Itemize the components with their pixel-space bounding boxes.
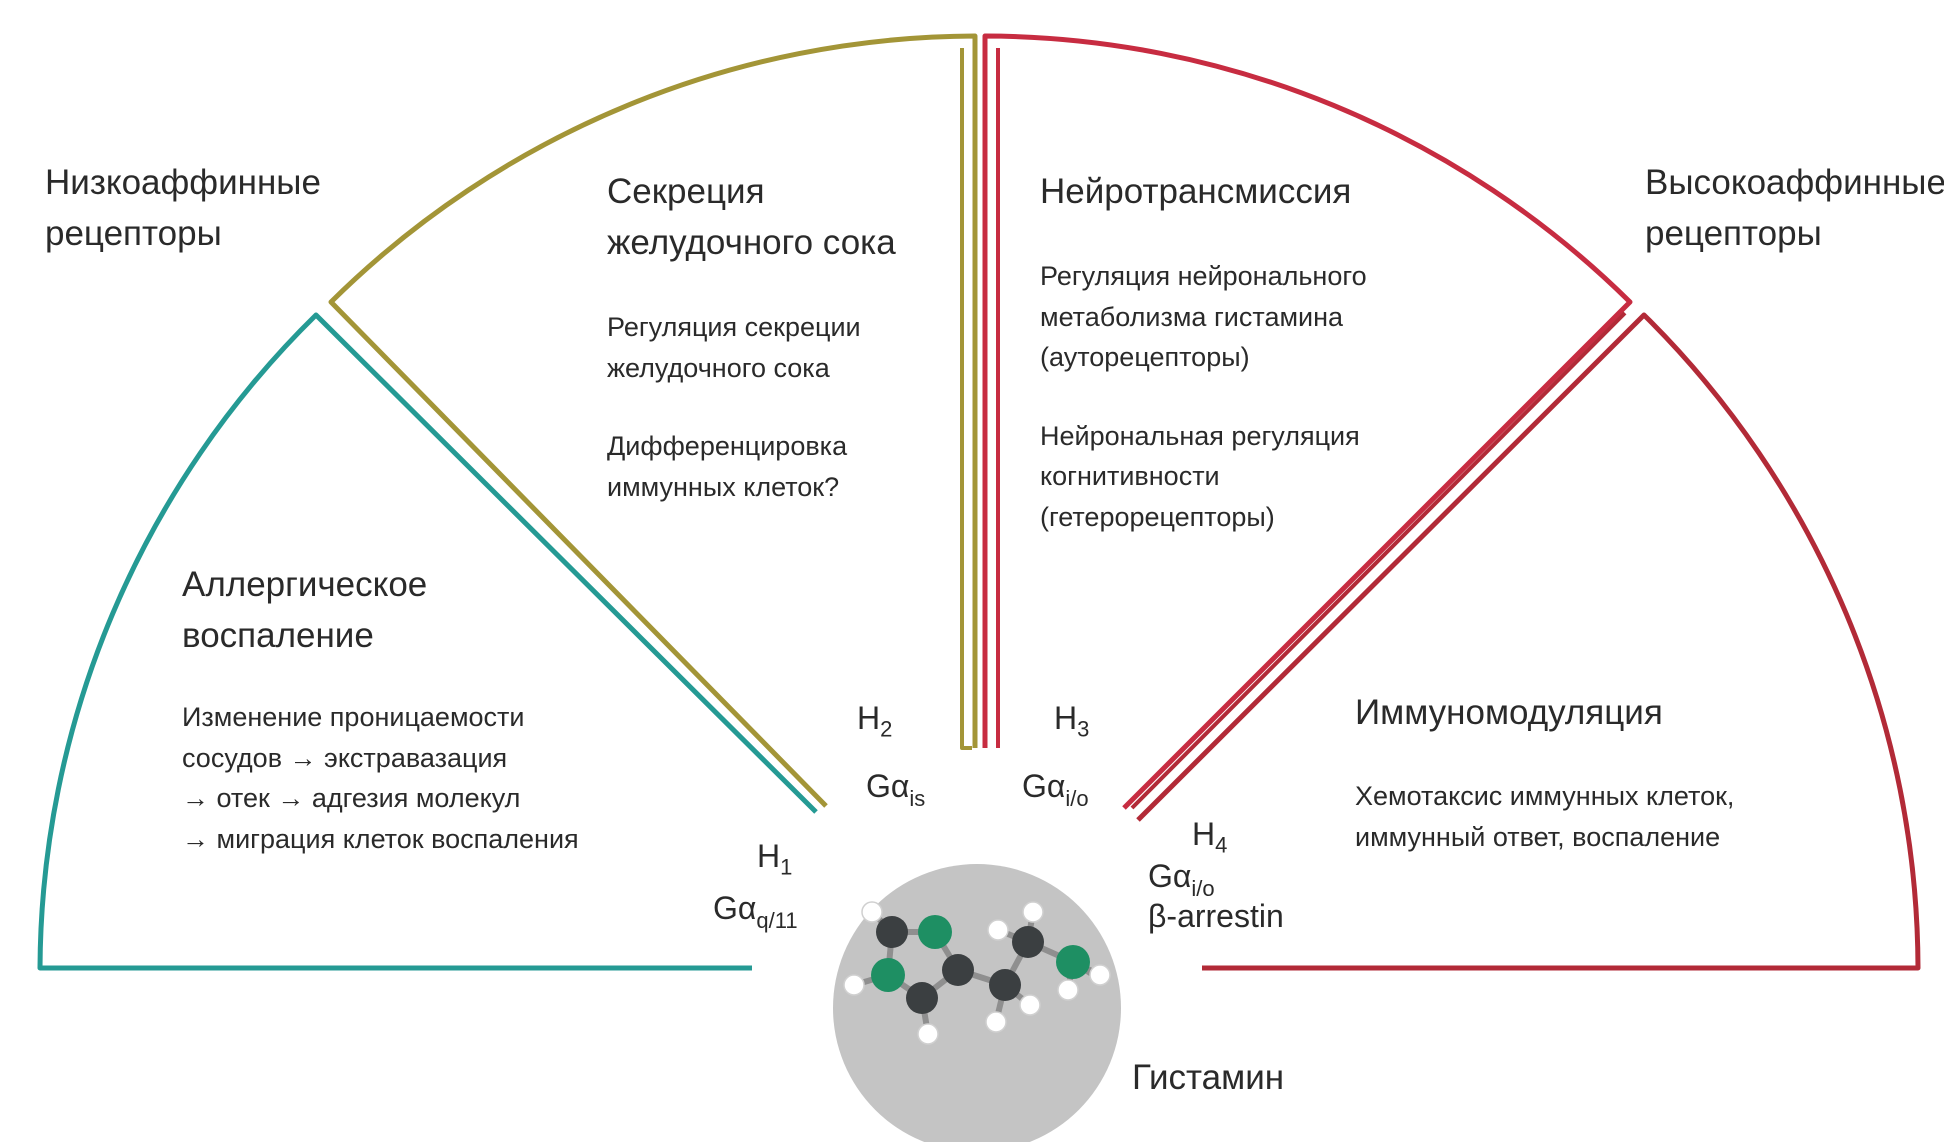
h2-g-protein-sub: is xyxy=(909,785,926,811)
h2-body1-line-1: Регуляция секреции xyxy=(607,312,861,342)
h1-body-line-2: сосудов → экстравазация xyxy=(182,742,508,773)
h1-receptor-number: 1 xyxy=(780,854,793,880)
h1-title-line-2: воспаление xyxy=(182,615,374,655)
h3-sector-outline xyxy=(982,33,1633,810)
h3-body1-line-3: (ауторецепторы) xyxy=(1040,342,1250,372)
high-affinity-line-1: Высокоаффинные xyxy=(1645,163,1944,202)
h4-body-line-1: Хемотаксис иммунных клеток, xyxy=(1355,781,1735,811)
h3-body2-line-1: Нейрональная регуляция xyxy=(1040,420,1360,451)
histamine-label: Гистамин xyxy=(1132,1053,1284,1104)
histamine-label-text: Гистамин xyxy=(1132,1058,1285,1097)
h3-body1-line-1: Регуляция нейронального xyxy=(1040,261,1367,291)
high-affinity-line-2: рецепторы xyxy=(1645,213,1822,253)
low-affinity-line-2: рецепторы xyxy=(45,213,222,253)
h2-body1-line-2: желудочного сока xyxy=(607,352,830,383)
histamine-molecule xyxy=(833,864,1121,1142)
h4-receptor-letter: H xyxy=(1192,816,1216,852)
h4-g-protein-main: Gα xyxy=(1148,858,1192,894)
h3-body1-line-2: метаболизма гистамина xyxy=(1040,301,1344,332)
h2-title-line-1: Секреция xyxy=(607,172,765,211)
h2-receptor-label: H2 xyxy=(857,697,892,744)
h3-receptor-label: H3 xyxy=(1054,697,1089,744)
high-affinity-label: Высокоаффинные рецепторы xyxy=(1645,158,1944,260)
h4-body-line-2: иммунный ответ, воспаление xyxy=(1355,821,1721,852)
h3-g-protein: Gαi/o xyxy=(1022,768,1089,811)
h1-body: Изменение проницаемости сосудов → экстра… xyxy=(182,697,579,859)
h3-g-protein-main: Gα xyxy=(1022,768,1066,804)
h4-g-protein-sub: i/o xyxy=(1191,875,1215,901)
h3-receptor-letter: H xyxy=(1054,700,1078,736)
h4-g-protein: Gαi/o β-arrestin xyxy=(1148,858,1284,934)
h3-title-line-1: Нейротрансмиссия xyxy=(1040,172,1352,211)
h2-body2-line-1: Дифференцировка xyxy=(607,431,848,461)
h1-body-line-3: → отек → адгезия молекул xyxy=(182,783,521,813)
h2-body: Регуляция секреции желудочного сока Дифф… xyxy=(607,307,861,507)
h3-receptor-number: 3 xyxy=(1077,716,1090,742)
h1-receptor-label: H1 xyxy=(757,835,792,882)
h1-g-protein: Gαq/11 xyxy=(713,890,798,933)
h1-body-line-4: → миграция клеток воспаления xyxy=(182,823,579,854)
h3-g-protein-sub: i/o xyxy=(1065,785,1089,811)
h3-body2-line-3: (гетерорецепторы) xyxy=(1040,501,1275,532)
low-affinity-label: Низкоаффинные рецепторы xyxy=(45,158,321,260)
h4-title-line-1: Иммуномодуляция xyxy=(1355,693,1663,732)
h1-title-line-1: Аллергическое xyxy=(182,565,428,604)
h1-body-line-1: Изменение проницаемости xyxy=(182,702,525,732)
h4-title: Иммуномодуляция xyxy=(1355,688,1663,739)
h1-title: Аллергическое воспаление xyxy=(182,560,427,662)
h4-sector-outline xyxy=(1130,311,1921,971)
h2-title-line-2: желудочного сока xyxy=(607,222,896,262)
h4-receptor-label: H4 xyxy=(1192,813,1227,860)
h2-receptor-number: 2 xyxy=(880,716,893,742)
h2-receptor-letter: H xyxy=(857,700,881,736)
molecule-hydrogens xyxy=(843,901,1111,1045)
h4-beta-arrestin: β-arrestin xyxy=(1148,897,1284,934)
molecule-nitrogens xyxy=(871,915,1090,992)
molecule-carbons xyxy=(876,916,1044,1014)
h3-body2-line-2: когнитивности xyxy=(1040,461,1220,491)
h2-sector-outline xyxy=(328,33,978,808)
h2-title: Секреция желудочного сока xyxy=(607,167,896,269)
h1-g-protein-main: Gα xyxy=(713,890,757,926)
h1-g-protein-sub: q/11 xyxy=(756,907,798,933)
h2-g-protein-main: Gα xyxy=(866,768,910,804)
h2-body2-line-2: иммунных клеток? xyxy=(607,471,840,502)
h3-title: Нейротрансмиссия xyxy=(1040,167,1351,218)
h1-sector-outline xyxy=(37,312,818,971)
h4-body: Хемотаксис иммунных клеток, иммунный отв… xyxy=(1355,776,1734,857)
h4-receptor-number: 4 xyxy=(1215,832,1228,858)
h3-body: Регуляция нейронального метаболизма гист… xyxy=(1040,256,1367,537)
h2-g-protein: Gαis xyxy=(866,768,926,811)
h4-g-protein-line-1: Gαi/o xyxy=(1148,858,1284,901)
h1-receptor-letter: H xyxy=(757,838,781,874)
low-affinity-line-1: Низкоаффинные xyxy=(45,163,321,202)
